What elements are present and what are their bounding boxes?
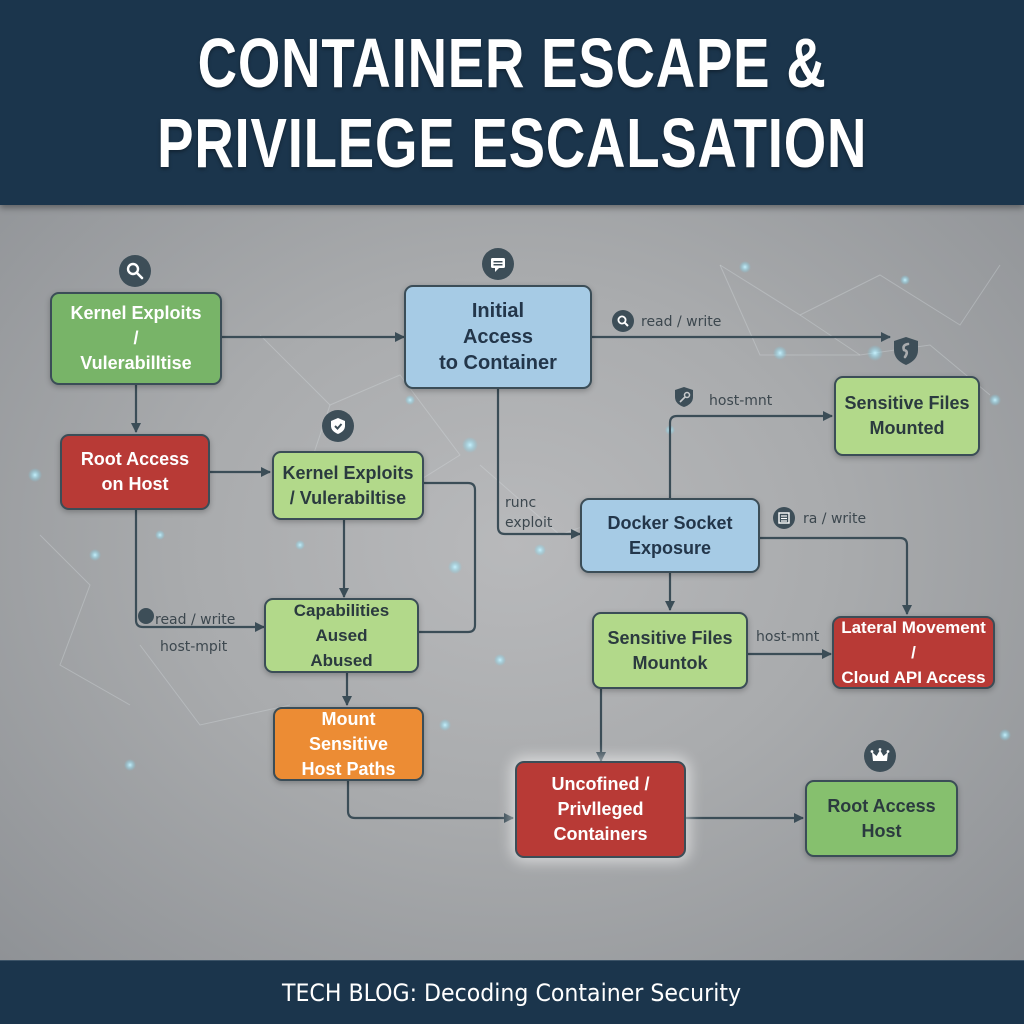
node-sensitive-files-mountok[interactable]: Sensitive Files Mountok (592, 612, 748, 689)
node-sensitive-files-mounted[interactable]: Sensitive Files Mounted (834, 376, 980, 456)
node-kernel-exploits-top[interactable]: Kernel Exploits / Vulerabilltise (50, 292, 222, 385)
node-label: Kernel Exploits / Vulerabilltise (70, 303, 202, 373)
search-icon (612, 310, 634, 332)
message-icon (482, 248, 514, 280)
node-label: Uncofined / Privlleged Containers (551, 774, 650, 844)
node-label: Root Access on Host (80, 449, 190, 494)
node-label: Initial Access to Container (439, 300, 557, 374)
node-label: Kernel Exploits / Vulerabiltise (282, 462, 414, 508)
edge-label-runc-exploit: runc exploit (505, 495, 553, 531)
edge-label-ra-write: ra / write (803, 511, 867, 527)
footer-text: TECH BLOG: Decoding Container Security (282, 978, 742, 1007)
edge-label-read-write-top: read / write (641, 314, 722, 330)
node-label: Sensitive Files Mountok (607, 627, 733, 673)
node-root-access-on-host[interactable]: Root Access on Host (60, 434, 210, 510)
crown-icon (864, 740, 896, 772)
shield-key-icon (673, 386, 695, 408)
edge-label-host-mpit: host-mpit (160, 639, 228, 655)
diagram-canvas: Kernel Exploits / Vulerabilltise Initial… (0, 205, 1024, 960)
node-label: Root Access Host (827, 795, 936, 841)
shield-bolt-icon (890, 335, 922, 367)
node-label: Docker Socket Exposure (607, 512, 733, 558)
node-label: Capabilities Aused Abused (293, 601, 390, 670)
connectors (28, 261, 1011, 823)
node-docker-socket-exposure[interactable]: Docker Socket Exposure (580, 498, 760, 573)
tool-icon (138, 608, 154, 624)
node-mount-sensitive-host-paths[interactable]: Mount Sensitive Host Paths (273, 707, 424, 781)
node-label: Sensitive Files Mounted (844, 393, 970, 438)
node-label: Lateral Movement / Cloud API Access (841, 618, 986, 687)
node-unconfined-privileged-containers[interactable]: Uncofined / Privlleged Containers (515, 761, 686, 858)
page-title-line-2: PRIVILEGE ESCALSATION (156, 103, 868, 182)
shield-check-icon (322, 410, 354, 442)
node-initial-access[interactable]: Initial Access to Container (404, 285, 592, 389)
search-icon (119, 255, 151, 287)
footer-banner: TECH BLOG: Decoding Container Security (0, 960, 1024, 1024)
node-label: Mount Sensitive Host Paths (301, 708, 396, 779)
node-capabilities-abused[interactable]: Capabilities Aused Abused (264, 598, 419, 673)
page-title-line-1: CONTAINER ESCAPE & (197, 23, 827, 102)
edge-label-read-write-left: read / write (155, 612, 236, 628)
title-banner: CONTAINER ESCAPE & PRIVILEGE ESCALSATION (0, 0, 1024, 205)
network-dots (28, 261, 1011, 771)
node-kernel-exploits-mid[interactable]: Kernel Exploits / Vulerabiltise (272, 451, 424, 520)
document-icon (773, 507, 795, 529)
edge-label-host-mnt-top: host-mnt (709, 393, 773, 409)
node-root-access-host[interactable]: Root Access Host (805, 780, 958, 857)
edge-label-host-mnt-mid: host-mnt (756, 629, 820, 645)
node-lateral-movement[interactable]: Lateral Movement / Cloud API Access (832, 616, 995, 689)
